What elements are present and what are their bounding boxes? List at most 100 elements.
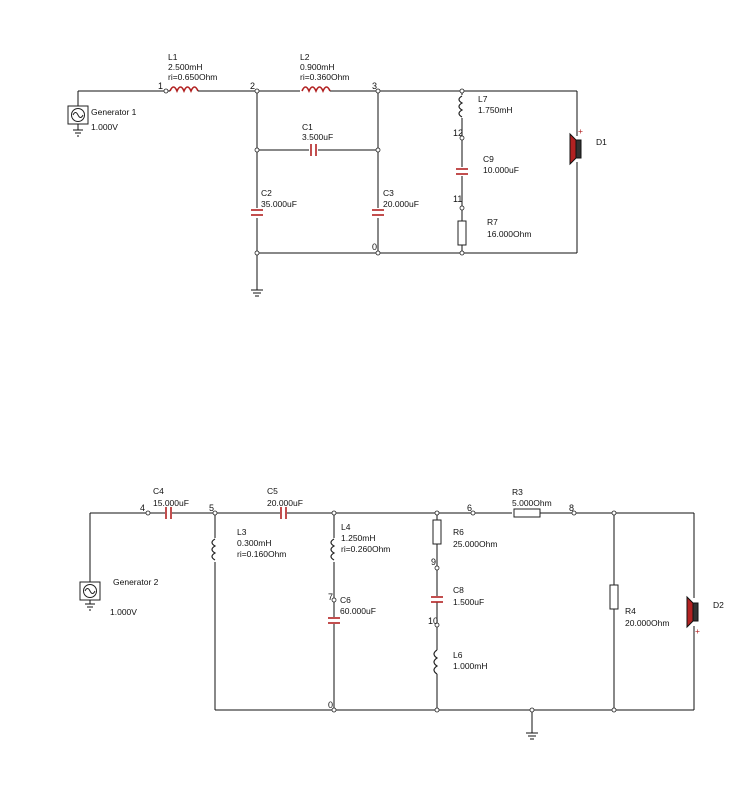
circuit-2: Generator 2 1.000V C4 15.000uF C5 20.000…	[79, 486, 724, 740]
l1-ri: ri=0.650Ohm	[168, 72, 217, 82]
resistor-r4[interactable]	[609, 584, 619, 610]
r7-name: R7	[487, 217, 498, 227]
node-label-6: 6	[467, 503, 472, 513]
inductor-l4[interactable]	[330, 538, 336, 561]
capacitor-c1[interactable]	[310, 144, 317, 156]
node-label-2: 2	[250, 81, 255, 91]
node-dot	[375, 88, 381, 94]
c5-value: 20.000uF	[267, 498, 303, 508]
c9-value: 10.000uF	[483, 165, 519, 175]
c2-name: C2	[261, 188, 272, 198]
l2-value: 0.900mH	[300, 62, 335, 72]
r7-value: 16.000Ohm	[487, 229, 531, 239]
node-dot	[459, 88, 465, 94]
node-dot	[459, 250, 465, 256]
l3-ri: ri=0.160Ohm	[237, 549, 286, 559]
c2-value: 35.000uF	[261, 199, 297, 209]
l1-name: L1	[168, 52, 178, 62]
l4-value: 1.250mH	[341, 533, 376, 543]
generator-1-symbol[interactable]	[67, 105, 89, 137]
l2-ri: ri=0.360Ohm	[300, 72, 349, 82]
ground-1-icon	[251, 289, 263, 297]
node-label-11: 11	[453, 194, 462, 204]
capacitor-c2[interactable]	[251, 209, 263, 216]
r6-name: R6	[453, 527, 464, 537]
l3-value: 0.300mH	[237, 538, 272, 548]
inductor-l7[interactable]	[458, 95, 464, 118]
capacitor-c8[interactable]	[431, 596, 443, 603]
node-label-3: 3	[372, 81, 377, 91]
c9-name: C9	[483, 154, 494, 164]
c1-value: 3.500uF	[302, 132, 333, 142]
d2-name: D2	[713, 600, 724, 610]
node-dot	[254, 250, 260, 256]
node-dot	[571, 510, 577, 516]
speaker-d2-icon[interactable]: +	[686, 595, 700, 636]
r3-name: R3	[512, 487, 523, 497]
capacitor-c9[interactable]	[456, 168, 468, 175]
c6-name: C6	[340, 595, 351, 605]
capacitor-c6[interactable]	[328, 617, 340, 624]
l7-value: 1.750mH	[478, 105, 513, 115]
inductor-l2[interactable]	[301, 86, 331, 93]
node-label-9: 9	[431, 557, 436, 567]
node-label-0-bottom: 0	[328, 700, 333, 710]
speaker-d1-icon[interactable]: +	[569, 126, 583, 166]
l4-name: L4	[341, 522, 351, 532]
c8-value: 1.500uF	[453, 597, 484, 607]
node-dot	[434, 565, 440, 571]
r4-value: 20.000Ohm	[625, 618, 669, 628]
l4-ri: ri=0.260Ohm	[341, 544, 390, 554]
node-dot	[254, 147, 260, 153]
generator-2-value: 1.000V	[110, 607, 137, 617]
node-label-4: 4	[140, 503, 145, 513]
resistor-r7[interactable]	[457, 220, 467, 246]
c3-value: 20.000uF	[383, 199, 419, 209]
c8-name: C8	[453, 585, 464, 595]
c6-value: 60.000uF	[340, 606, 376, 616]
node-dot	[254, 88, 260, 94]
generator-2-symbol[interactable]	[79, 581, 101, 611]
node-label-8: 8	[569, 503, 574, 513]
c5-name: C5	[267, 486, 278, 496]
svg-text:+: +	[695, 626, 700, 636]
node-dot	[434, 707, 440, 713]
resistor-r3[interactable]	[513, 508, 541, 518]
node-dot	[331, 707, 337, 713]
l6-name: L6	[453, 650, 463, 660]
inductor-l6[interactable]	[433, 649, 439, 675]
node-dot	[611, 510, 617, 516]
resistor-r6[interactable]	[432, 519, 442, 545]
c4-value: 15.000uF	[153, 498, 189, 508]
capacitor-c4[interactable]	[165, 507, 172, 519]
node-dot	[375, 250, 381, 256]
r4-name: R4	[625, 606, 636, 616]
l3-name: L3	[237, 527, 247, 537]
generator-2-name: Generator 2	[113, 577, 159, 587]
node-dot	[145, 510, 151, 516]
r3-value: 5.000Ohm	[512, 498, 552, 508]
d1-name: D1	[596, 137, 607, 147]
inductor-l3[interactable]	[211, 538, 217, 561]
capacitor-c3[interactable]	[372, 209, 384, 216]
c1-name: C1	[302, 122, 313, 132]
r6-value: 25.000Ohm	[453, 539, 497, 549]
node-dot	[331, 597, 337, 603]
l2-name: L2	[300, 52, 310, 62]
node-dot	[611, 707, 617, 713]
node-dot	[212, 510, 218, 516]
node-dot	[331, 510, 337, 516]
node-dot	[434, 622, 440, 628]
node-label-12: 12	[453, 128, 463, 138]
l1-value: 2.500mH	[168, 62, 203, 72]
node-dot	[529, 707, 535, 713]
inductor-l1[interactable]	[166, 86, 200, 93]
circuit-1: Generator 1 1.000V L1 2.500mH ri=0.650Oh…	[67, 52, 607, 297]
generator-1-value: 1.000V	[91, 122, 118, 132]
node-dot	[470, 510, 476, 516]
node-dot	[434, 510, 440, 516]
capacitor-c5[interactable]	[280, 507, 287, 519]
node-label-7: 7	[328, 592, 333, 602]
node-label-10: 10	[428, 616, 438, 626]
